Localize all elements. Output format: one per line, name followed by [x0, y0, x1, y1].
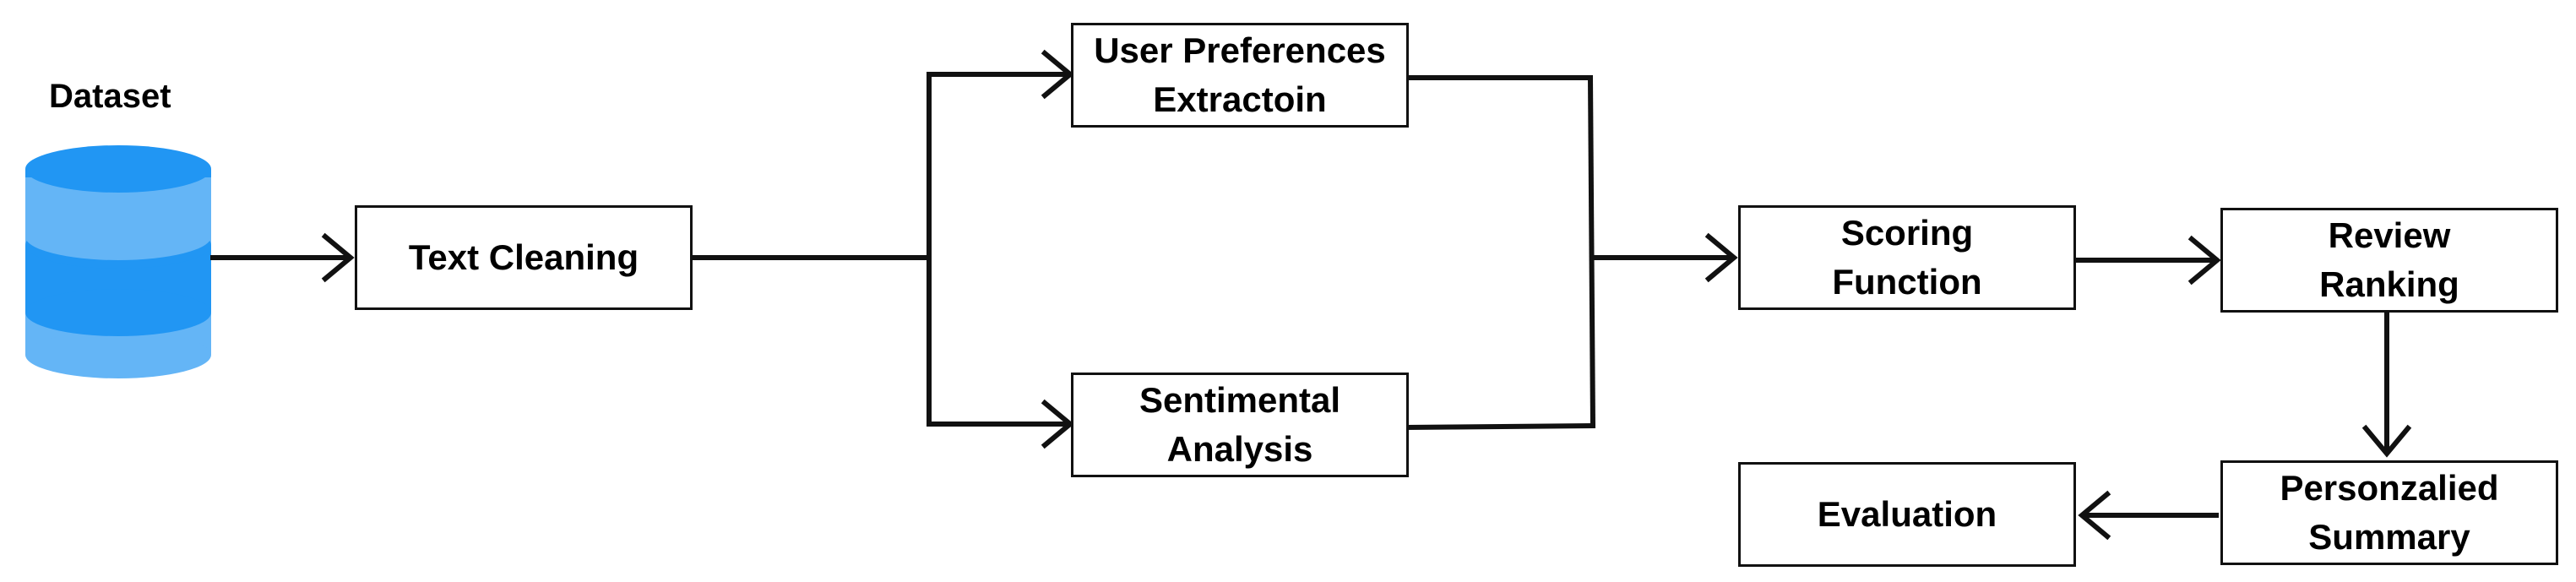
scoring-function-label: Scoring Function — [1832, 213, 1982, 302]
arrowhead — [2187, 235, 2221, 286]
evaluation-label: Evaluation — [1817, 494, 1997, 534]
text-cleaning-node: Text Cleaning — [355, 205, 693, 310]
scoring-function-node: Scoring Function — [1738, 205, 2076, 310]
evaluation-node: Evaluation — [1738, 462, 2076, 567]
text-cleaning-label: Text Cleaning — [408, 237, 639, 277]
review-ranking-node: Review Ranking — [2220, 208, 2558, 313]
user-preferences-node: User Preferences Extractoin — [1071, 23, 1409, 128]
arrowhead — [1704, 232, 1738, 283]
arrowhead — [1041, 49, 1074, 100]
line-sentiment-to-merge — [1404, 422, 1596, 431]
connectors — [210, 49, 2412, 541]
dataset-label: Dataset — [49, 78, 171, 115]
sentimental-analysis-node: Sentimental Analysis — [1071, 373, 1409, 477]
personalized-summary-label: Personzalied Summary — [2280, 468, 2499, 557]
arrowhead — [2361, 424, 2412, 458]
personalized-summary-node: Personzalied Summary — [2220, 460, 2558, 565]
arrowhead — [1041, 399, 1074, 449]
sentimental-analysis-label: Sentimental Analysis — [1139, 380, 1341, 469]
user-preferences-label: User Preferences Extractoin — [1094, 30, 1386, 119]
arrowhead — [2078, 490, 2111, 541]
review-ranking-label: Review Ranking — [2319, 215, 2459, 304]
database-icon — [25, 145, 211, 378]
merge-vertical-line — [1587, 74, 1596, 429]
arrowhead — [321, 232, 355, 283]
